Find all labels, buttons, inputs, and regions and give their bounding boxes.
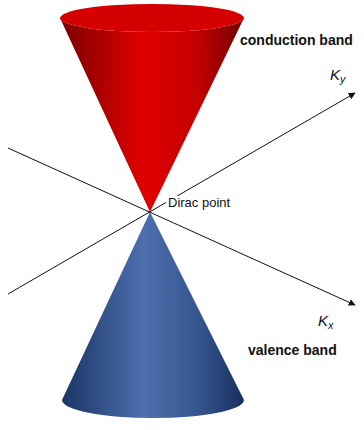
point-label: Dirac point [166,196,232,211]
axis-label: Kx [318,312,333,332]
axis-label: Ky [330,66,345,86]
valence-cone [62,212,244,418]
band-label: conduction band [240,32,353,48]
band-label: valence band [248,342,337,358]
conduction-cone [60,18,244,212]
cone-rim [60,4,244,32]
